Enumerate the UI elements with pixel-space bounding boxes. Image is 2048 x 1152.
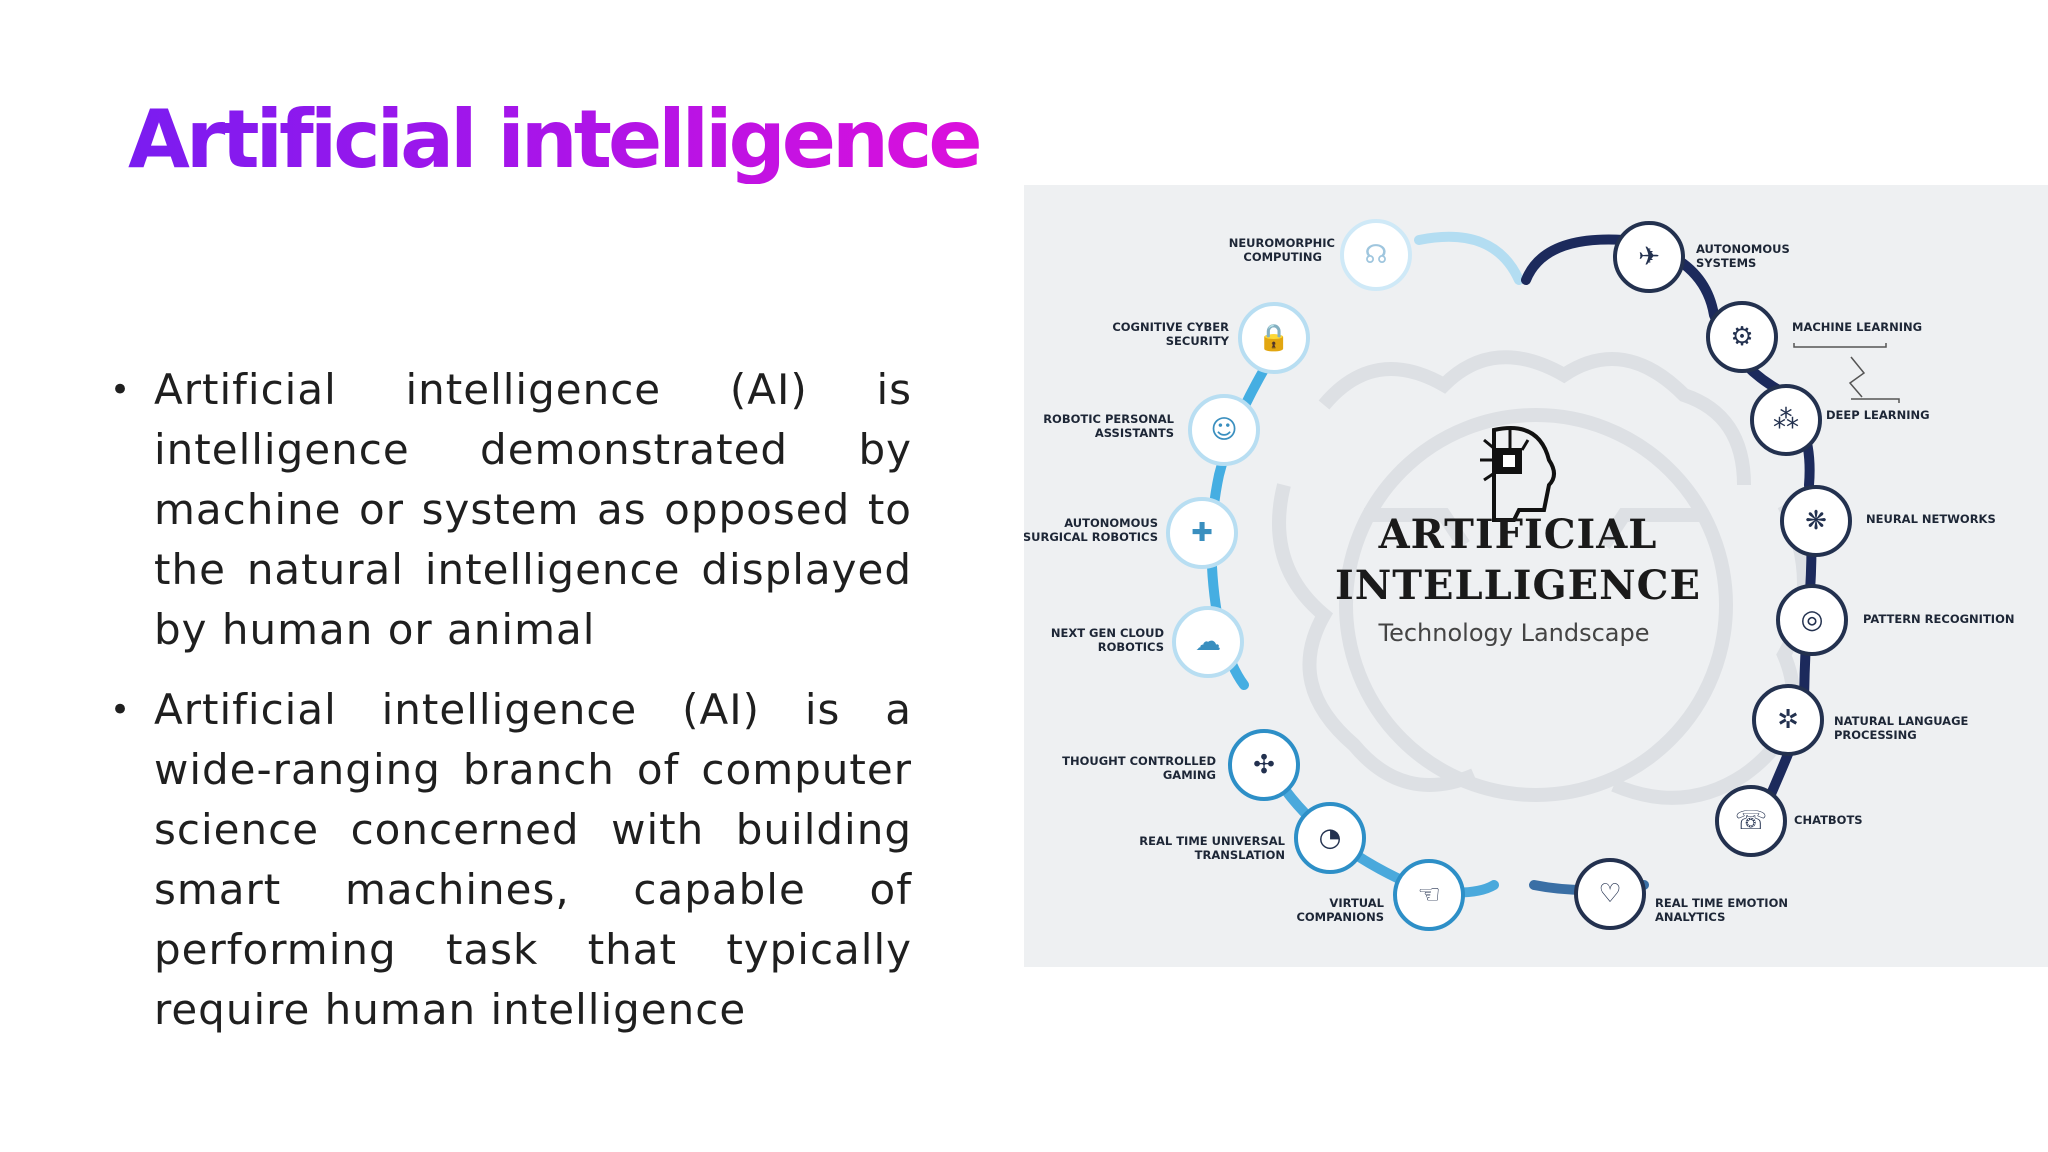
infographic-subtitle: Technology Landscape	[1378, 619, 1650, 647]
node-machine-learning: ⚙ MACHINE LEARNING	[1706, 301, 1922, 373]
robot-face-icon: ☺	[1210, 415, 1237, 445]
svg-text:DEEP LEARNING: DEEP LEARNING	[1826, 408, 1930, 422]
head-gear-icon: ✲	[1777, 705, 1799, 735]
slide-title: Artificial intelligence	[128, 93, 983, 186]
node-autonomous-systems: ✈ AUTONOMOUS SYSTEMS	[1613, 221, 1790, 293]
node-thought-controlled-gaming: ✣ THOUGHT CONTROLLED GAMING	[1062, 729, 1300, 801]
ai-head-chip-icon	[1480, 426, 1556, 522]
node-next-gen-cloud-robotics: ☁ NEXT GEN CLOUD ROBOTICS	[1051, 606, 1244, 678]
svg-text:COMPUTING: COMPUTING	[1243, 250, 1322, 264]
network-dots-icon: ⁂	[1773, 405, 1799, 435]
node-real-time-emotion-analytics: ♡ REAL TIME EMOTION ANALYTICS	[1574, 858, 1788, 930]
node-robotic-personal-assistants: ☺ ROBOTIC PERSONAL ASSISTANTS	[1043, 394, 1260, 466]
svg-text:COMPANIONS: COMPANIONS	[1296, 910, 1384, 924]
fingerprint-icon: ◎	[1801, 605, 1824, 635]
node-virtual-companions: ☜ VIRTUAL COMPANIONS	[1296, 859, 1465, 931]
gaming-icon: ✣	[1253, 750, 1275, 780]
svg-text:SYSTEMS: SYSTEMS	[1696, 256, 1756, 270]
hand-icon: ☜	[1417, 880, 1440, 910]
brain-icon: ☊	[1364, 240, 1387, 270]
bullet-item: • Artificial intelligence (AI) is intelli…	[110, 360, 912, 660]
node-pattern-recognition: ◎ PATTERN RECOGNITION	[1776, 584, 2014, 656]
node-neural-networks: ❋ NEURAL NETWORKS	[1780, 485, 1996, 557]
svg-text:AUTONOMOUS: AUTONOMOUS	[1064, 516, 1158, 530]
bullet-text: Artificial intelligence (AI) is a wide-r…	[154, 685, 912, 1034]
infographic-canvas: ARTIFICIAL INTELLIGENCE Technology Lands…	[1024, 219, 2014, 931]
bullet-text: Artificial intelligence (AI) is intellig…	[154, 365, 912, 654]
node-real-time-universal-translation: ◔ REAL TIME UNIVERSAL TRANSLATION	[1139, 802, 1366, 874]
svg-text:TRANSLATION: TRANSLATION	[1195, 848, 1285, 862]
svg-text:REAL TIME EMOTION: REAL TIME EMOTION	[1655, 896, 1788, 910]
svg-text:REAL TIME UNIVERSAL: REAL TIME UNIVERSAL	[1139, 834, 1285, 848]
node-deep-learning: ⁂ DEEP LEARNING	[1750, 384, 1930, 456]
ml-to-dl-connector	[1793, 343, 1900, 403]
node-cognitive-cyber-security: 🔒 COGNITIVE CYBER SECURITY	[1112, 302, 1310, 374]
infographic-title-line1: ARTIFICIAL	[1378, 511, 1658, 558]
node-natural-language-processing: ✲ NATURAL LANGUAGE PROCESSING	[1752, 684, 1969, 756]
svg-text:SURGICAL ROBOTICS: SURGICAL ROBOTICS	[1024, 530, 1158, 544]
svg-text:NEUROMORPHIC: NEUROMORPHIC	[1229, 236, 1335, 250]
svg-text:NATURAL LANGUAGE: NATURAL LANGUAGE	[1834, 714, 1969, 728]
svg-text:MACHINE LEARNING: MACHINE LEARNING	[1792, 320, 1922, 334]
drone-icon: ✈	[1638, 242, 1660, 272]
svg-text:NEXT GEN CLOUD: NEXT GEN CLOUD	[1051, 626, 1164, 640]
svg-text:SECURITY: SECURITY	[1166, 334, 1230, 348]
node-chatbots: ☏ CHATBOTS	[1715, 785, 1863, 857]
bullet-dot: •	[110, 370, 132, 410]
heart-icon: ♡	[1598, 879, 1621, 909]
infographic-title-line2: INTELLIGENCE	[1335, 562, 1701, 609]
chatbot-icon: ☏	[1735, 806, 1768, 836]
svg-text:PROCESSING: PROCESSING	[1834, 728, 1917, 742]
left-arc	[1414, 231, 1524, 285]
svg-text:NEURAL NETWORKS: NEURAL NETWORKS	[1866, 512, 1996, 526]
svg-text:CHATBOTS: CHATBOTS	[1794, 813, 1863, 827]
ai-landscape-infographic: ARTIFICIAL INTELLIGENCE Technology Lands…	[1024, 185, 2048, 967]
cloud-robot-icon: ☁	[1195, 627, 1221, 657]
lightbulb-gear-icon: ⚙	[1730, 322, 1753, 352]
lock-brain-icon: 🔒	[1258, 323, 1290, 353]
svg-text:PATTERN RECOGNITION: PATTERN RECOGNITION	[1863, 612, 2014, 626]
svg-text:AUTONOMOUS: AUTONOMOUS	[1696, 242, 1790, 256]
svg-text:VIRTUAL: VIRTUAL	[1329, 896, 1384, 910]
bullet-dot: •	[110, 690, 132, 730]
bullet-item: • Artificial intelligence (AI) is a wide-…	[110, 680, 912, 1040]
svg-text:COGNITIVE CYBER: COGNITIVE CYBER	[1112, 320, 1229, 334]
left-arc	[1264, 760, 1499, 898]
svg-text:GAMING: GAMING	[1163, 768, 1216, 782]
bullet-list: • Artificial intelligence (AI) is intelli…	[110, 360, 912, 1060]
svg-text:ASSISTANTS: ASSISTANTS	[1095, 426, 1174, 440]
svg-text:ROBOTIC PERSONAL: ROBOTIC PERSONAL	[1043, 412, 1174, 426]
node-neuromorphic-computing: ☊ NEUROMORPHIC COMPUTING	[1229, 219, 1412, 291]
translation-icon: ◔	[1319, 823, 1342, 853]
svg-text:ANALYTICS: ANALYTICS	[1655, 910, 1725, 924]
node-autonomous-surgical-robotics: ✚ AUTONOMOUS SURGICAL ROBOTICS	[1024, 497, 1238, 569]
neural-brain-icon: ❋	[1805, 506, 1827, 536]
surgical-robot-icon: ✚	[1191, 518, 1213, 548]
svg-text:THOUGHT CONTROLLED: THOUGHT CONTROLLED	[1062, 754, 1216, 768]
svg-text:ROBOTICS: ROBOTICS	[1098, 640, 1164, 654]
